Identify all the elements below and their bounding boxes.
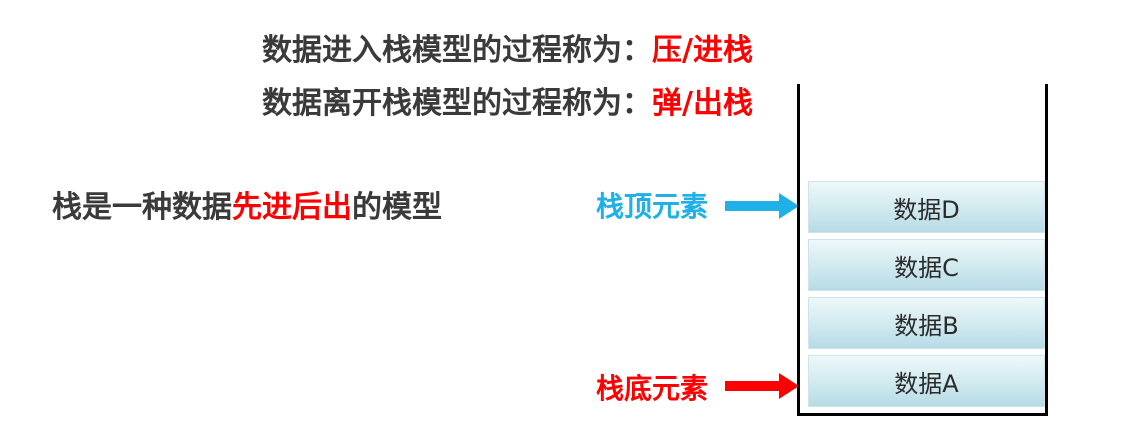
push-definition-prefix: 数据进入栈模型的过程称为： — [262, 33, 652, 68]
pop-term: 弹/出栈 — [652, 86, 753, 121]
stack-item-a: 数据A — [808, 355, 1045, 407]
pop-definition-prefix: 数据离开栈模型的过程称为： — [262, 86, 652, 121]
lifo-prefix: 栈是一种数据 — [52, 190, 232, 225]
pop-definition-text: 数据离开栈模型的过程称为：弹/出栈 — [262, 86, 753, 122]
stack-container: 数据D 数据C 数据B 数据A — [797, 84, 1048, 416]
stack-bottom-arrow-icon — [725, 373, 799, 399]
stack-top-arrow-icon — [725, 193, 799, 219]
stack-item-b: 数据B — [808, 297, 1045, 349]
push-term: 压/进栈 — [652, 33, 753, 68]
stack-item-c: 数据C — [808, 239, 1045, 291]
stack-bottom-label: 栈底元素 — [596, 372, 709, 405]
lifo-definition-text: 栈是一种数据先进后出的模型 — [52, 190, 442, 226]
lifo-term: 先进后出 — [232, 190, 352, 225]
push-definition-text: 数据进入栈模型的过程称为：压/进栈 — [262, 33, 753, 69]
stack-top-label: 栈顶元素 — [596, 190, 709, 223]
lifo-suffix: 的模型 — [352, 190, 442, 225]
stack-item-d: 数据D — [808, 181, 1045, 233]
